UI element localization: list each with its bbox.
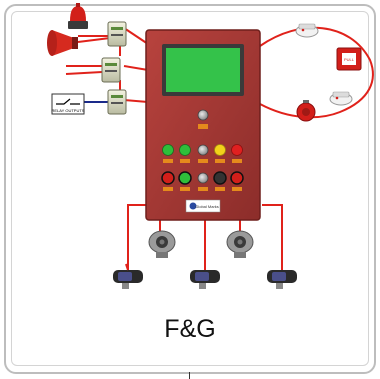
wire-module1-panel [123, 27, 149, 45]
manufacturer-name: Global Marks [195, 204, 219, 209]
divider-tick [189, 372, 190, 379]
wire-horn [77, 37, 111, 43]
io-module-3 [107, 89, 127, 115]
wire-horn3 [65, 71, 103, 75]
break-glass-label: PULL [344, 57, 355, 62]
io-module-1 [107, 21, 127, 47]
heat-detector-icon [329, 91, 353, 106]
diagram-caption: F&G [164, 315, 216, 343]
wire-detector-loop [259, 26, 374, 119]
relay-outputs-label: RELAY OUTPUTS [52, 108, 85, 113]
wire-module2-panel [123, 65, 149, 71]
sounder-icon [296, 100, 316, 122]
gas-detector-2-icon [190, 270, 220, 289]
wire-gas-detector-1 [127, 204, 148, 270]
wire-gas-detector-3 [262, 204, 283, 270]
flame-detector-1-icon [148, 230, 176, 258]
diagram-inner-frame [11, 11, 369, 366]
fire-gas-control-panel-icon: Global Marks [145, 29, 261, 221]
lamp-row-2 [161, 171, 244, 191]
wire-module3-panel [123, 99, 149, 103]
flame-detector-2-icon [226, 230, 254, 258]
horn-siren-icon [47, 30, 78, 56]
gas-detector-1-icon [113, 263, 143, 289]
key-switch [197, 109, 209, 121]
relay-outputs-icon: RELAY OUTPUTS [51, 93, 85, 115]
smoke-detector-icon [295, 23, 319, 38]
io-module-2 [101, 57, 121, 83]
beacon-icon [68, 3, 88, 29]
lamp-row-1 [162, 144, 243, 163]
panel-screen [166, 48, 240, 92]
manual-call-point-icon: PULL [336, 47, 362, 71]
manufacturer-logo-icon [189, 202, 197, 210]
gas-detector-3-icon [267, 270, 297, 289]
